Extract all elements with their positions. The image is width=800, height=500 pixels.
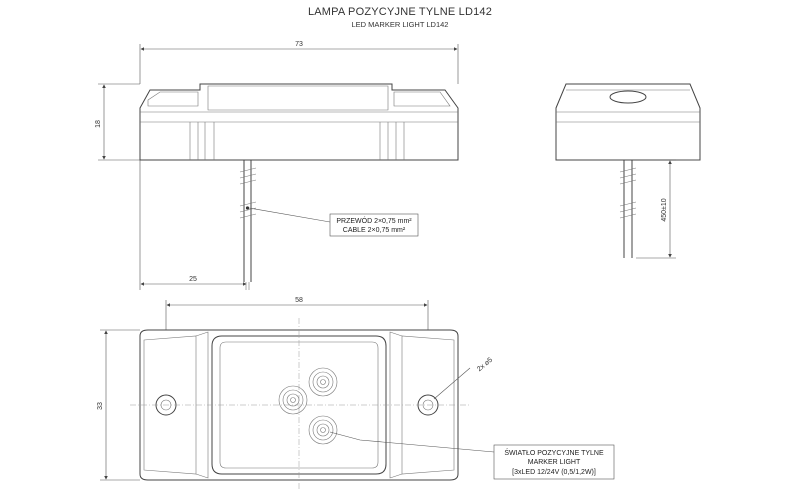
cable-label: PRZEWÓD 2×0,75 mm² CABLE 2×0,75 mm² [329,213,419,237]
light-label: ŚWIATŁO POZYCYJNE TYLNE MARKER LIGHT [3x… [493,444,615,480]
drawing-subtitle: LED MARKER LIGHT LD142 [351,20,449,29]
holes-callout: 2x ⌀5 [476,356,494,373]
side-view [98,44,459,290]
light-label-line3: [3xLED 12/24V (0,5/1,2W)] [512,469,596,476]
dim-height: 18 [95,120,102,128]
light-label-line2: MARKER LIGHT [528,459,581,466]
dim-front-spacing: 58 [295,297,303,304]
front-view [100,300,495,490]
drawing-title: LAMPA POZYCYJNE TYLNE LD142 [307,6,493,18]
dim-top-width: 73 [295,41,303,48]
dim-cable-length: 450±10 [661,198,668,221]
cable-label-line1: PRZEWÓD 2×0,75 mm² [336,216,412,225]
dim-front-height: 33 [97,402,104,410]
cable-label-line2: CABLE 2×0,75 mm² [343,227,406,234]
light-label-line1: ŚWIATŁO POZYCYJNE TYLNE [504,448,604,457]
led-cluster [278,367,338,445]
end-view [555,83,701,259]
dim-cable-offset: 25 [189,276,197,283]
